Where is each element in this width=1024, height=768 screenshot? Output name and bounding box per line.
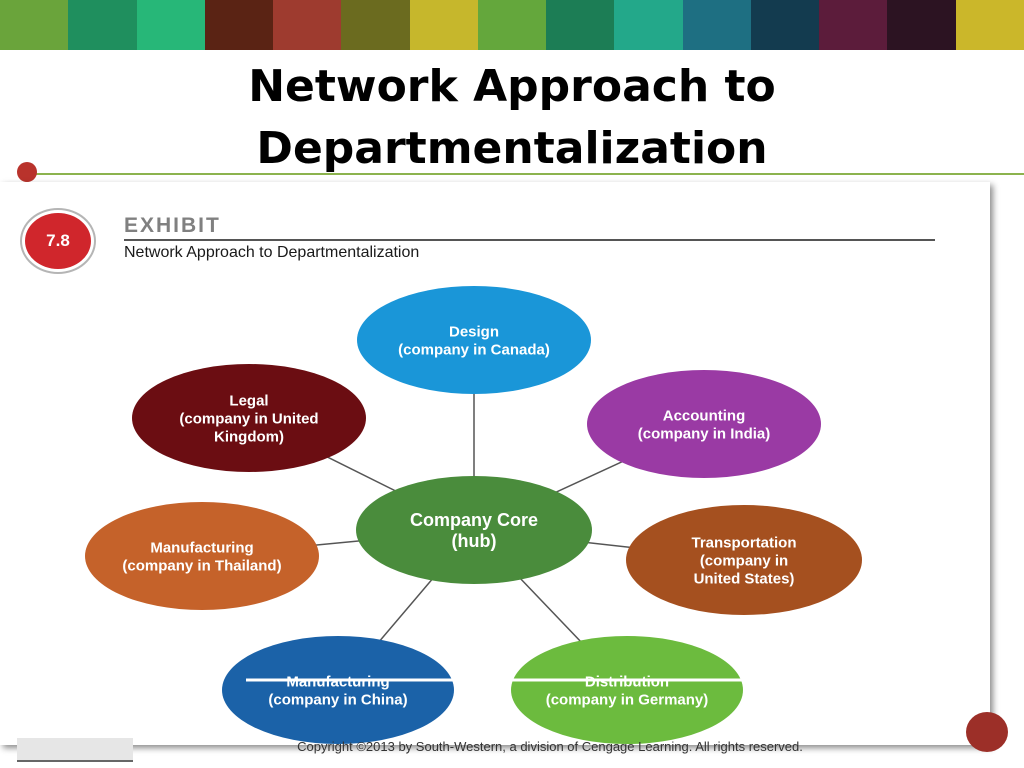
node-design-text-line: (company in Canada) [398, 341, 550, 358]
node-legal-text-line: Kingdom) [214, 428, 284, 445]
band-segment [68, 0, 137, 50]
band-segment [477, 0, 547, 50]
band-segment [955, 0, 1024, 50]
node-design-text-line: Design [449, 323, 499, 340]
node-accounting: Accounting(company in India) [587, 370, 821, 478]
node-transportation-text-line: Transportation [691, 534, 796, 551]
band-segment [682, 0, 751, 50]
exhibit-number-badge: 7.8 [22, 210, 94, 272]
slide-title: Network Approach to Departmentalization [0, 56, 1024, 180]
exhibit-rule [124, 239, 935, 241]
band-segment [204, 0, 274, 50]
hub-node-text-line: (hub) [452, 531, 497, 551]
band-segment [273, 0, 342, 50]
node-legal-text-line: (company in United [179, 410, 318, 427]
divider-bullet [17, 162, 37, 182]
band-segment [409, 0, 478, 50]
node-distribution: Distribution(company in Germany) [511, 636, 743, 744]
node-design-shape [357, 286, 591, 394]
node-manufacturing-thailand: Manufacturing(company in Thailand) [85, 502, 319, 610]
node-transportation-shape [626, 505, 862, 615]
hub-node: Company Core(hub) [356, 476, 592, 584]
node-manufacturing-china: Manufacturing(company in China) [222, 636, 454, 744]
node-manufacturing-thailand-text-line: Manufacturing [150, 539, 253, 556]
exhibit-label: EXHIBIT [124, 214, 221, 237]
band-segment [750, 0, 820, 50]
node-transportation-text-line: United States) [694, 570, 795, 587]
node-legal-text-line: Legal [229, 392, 268, 409]
top-color-band [0, 0, 1024, 50]
node-distribution-text-line: (company in Germany) [546, 691, 709, 708]
node-accounting-text-line: Accounting [663, 407, 746, 424]
publisher-logo [17, 738, 133, 762]
band-segment [136, 0, 205, 50]
corner-decoration [966, 712, 1008, 752]
band-segment [0, 0, 69, 50]
exhibit-caption: Network Approach to Departmentalization [124, 244, 420, 261]
node-manufacturing-china-shape [222, 636, 454, 744]
title-divider [28, 173, 1024, 175]
hub-node-shape [356, 476, 592, 584]
node-manufacturing-china-text-line: Manufacturing [286, 673, 389, 690]
band-segment [819, 0, 888, 50]
exhibit-panel [0, 182, 990, 745]
band-segment [341, 0, 410, 50]
copyright-text: Copyright ©2013 by South-Western, a divi… [297, 739, 803, 754]
band-segment [887, 0, 956, 50]
node-legal-shape [132, 364, 366, 472]
band-segment [614, 0, 683, 50]
node-manufacturing-thailand-text-line: (company in Thailand) [122, 557, 281, 574]
hub-node-text-line: Company Core [410, 510, 538, 530]
node-manufacturing-thailand-shape [85, 502, 319, 610]
node-accounting-shape [587, 370, 821, 478]
node-transportation-text-line: (company in [700, 552, 788, 569]
node-distribution-shape [511, 636, 743, 744]
node-distribution-text-line: Distribution [585, 673, 669, 690]
node-manufacturing-china-text-line: (company in China) [268, 691, 407, 708]
slide-title-line-2: Departmentalization [256, 123, 768, 174]
band-segment [546, 0, 615, 50]
slide-title-line-1: Network Approach to [248, 61, 776, 112]
node-accounting-text-line: (company in India) [638, 425, 771, 442]
node-design: Design(company in Canada) [357, 286, 591, 394]
